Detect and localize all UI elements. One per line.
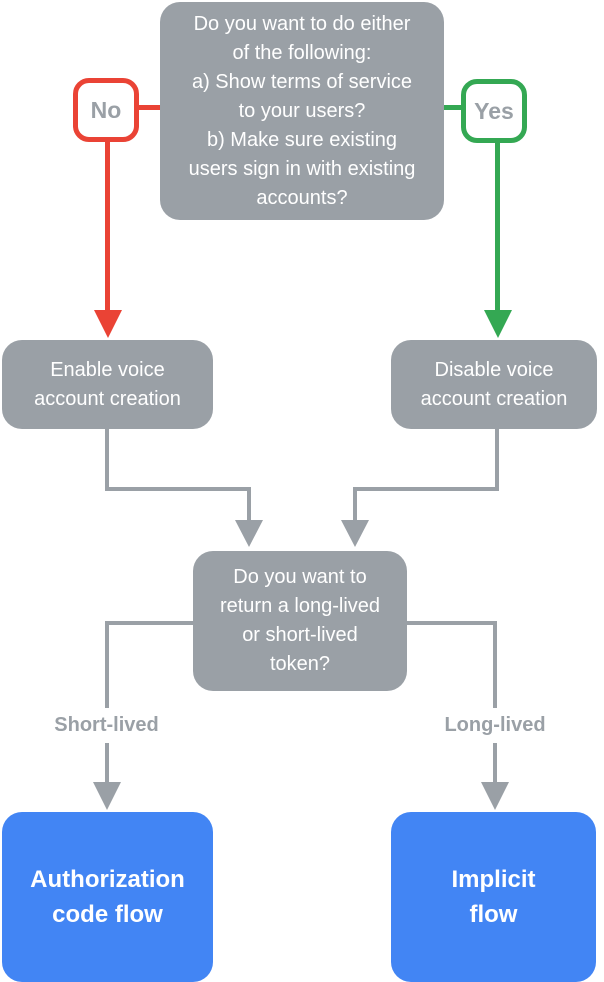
enable-to-token-connector-line xyxy=(105,487,251,491)
no-connector-line xyxy=(105,140,110,310)
disable-voice-account-box: Disable voice account creation xyxy=(391,340,597,429)
no-badge: No xyxy=(73,78,139,142)
implicit-flow-box: Implicit flow xyxy=(391,812,596,982)
disable-to-token-connector-line xyxy=(353,487,499,491)
yes-badge: Yes xyxy=(461,79,527,143)
short-lived-arrowhead-icon xyxy=(93,782,121,810)
enable-to-token-connector-line xyxy=(247,487,251,520)
enable-to-token-connector-line xyxy=(105,429,109,491)
yes-arrowhead-icon xyxy=(484,310,512,338)
long-lived-arrowhead-icon xyxy=(481,782,509,810)
no-connector-line xyxy=(139,105,160,110)
long-lived-edge-label: Long-lived xyxy=(410,708,580,743)
disable-to-token-connector-line xyxy=(495,429,499,491)
disable-to-token-arrowhead-icon xyxy=(341,520,369,547)
main-question-box: Do you want to do either of the followin… xyxy=(160,2,444,220)
yes-connector-line xyxy=(495,141,500,310)
long-lived-connector-line xyxy=(407,621,497,625)
enable-voice-account-box: Enable voice account creation xyxy=(2,340,213,429)
authorization-code-flow-box: Authorization code flow xyxy=(2,812,213,982)
short-lived-connector-line xyxy=(107,621,193,625)
enable-to-token-arrowhead-icon xyxy=(235,520,263,547)
no-arrowhead-icon xyxy=(94,310,122,338)
yes-connector-line xyxy=(444,105,461,110)
short-lived-connector-line xyxy=(105,621,109,782)
disable-to-token-connector-line xyxy=(353,487,357,520)
short-lived-edge-label: Short-lived xyxy=(22,708,191,743)
token-question-box: Do you want to return a long-lived or sh… xyxy=(193,551,407,691)
long-lived-connector-line xyxy=(493,621,497,782)
